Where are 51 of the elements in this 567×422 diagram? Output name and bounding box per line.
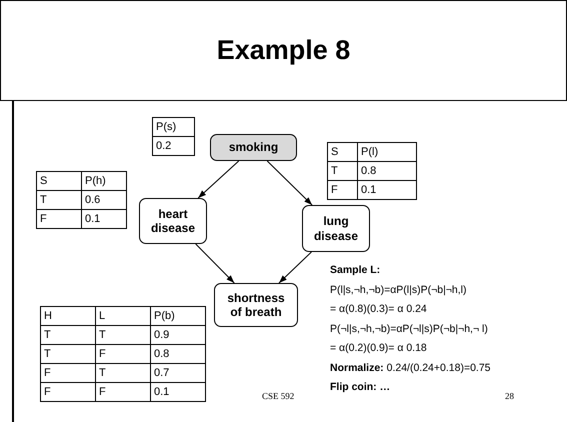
table-cell: S [37,172,82,191]
table-cell: 0.8 [151,345,205,364]
node-box [302,205,370,252]
table-cell: T [96,326,151,345]
page-number: 28 [505,391,514,401]
table-cell: 0.9 [151,326,205,345]
table-cell: T [41,326,96,345]
table-cell: 0.6 [82,191,126,210]
table-cell: T [96,364,151,383]
arrow [195,244,235,284]
calculation-text: = α(0.2)(0.9)= α 0.18 [330,342,427,354]
arrow [278,252,312,284]
calculation-text: Normalize: 0.24/(0.24+0.18)=0.75 [330,362,491,374]
calculation-text: P(l|s,¬h,¬b)=αP(l|s)P(¬b|¬h,l) [330,284,467,296]
table-cell-text: 0.1 [360,183,378,198]
table-cell: 0.8 [358,162,416,181]
table-cell: F [328,181,358,199]
table-cell: F [41,383,96,401]
table-cell: F [96,345,151,364]
table-cell: T [328,162,358,181]
calculation-text: = α(0.8)(0.3)= α 0.24 [330,303,427,315]
node-label: lung disease [312,214,360,243]
course-label: CSE 592 [262,391,294,401]
node-label: smoking [228,140,278,155]
table-cell: P(s) [153,118,194,137]
table-cell: F [37,210,82,228]
arrow [198,160,240,198]
table-cell-text: 0.1 [153,385,170,400]
table-cell: T [41,345,96,364]
table-cell: P(h) [82,172,126,191]
node-box [214,283,298,327]
calculation-text: Sample L: [330,264,380,276]
table-cell: P(b) [151,307,205,326]
calculation-text: Flip coin: … [330,381,390,393]
table-cell: T [37,191,82,210]
calculation-text: P(¬l|s,¬h,¬b)=αP(¬l|s)P(¬b|¬h,¬ l) [330,322,488,334]
table-cell: P(l) [358,143,416,162]
table-cell-text: 0.2 [155,139,172,154]
table-cell: H [41,307,96,326]
node-label: heart disease [150,206,196,236]
table-cell: L [96,307,151,326]
node-label: shortness of breath [226,290,286,320]
arrow [266,160,313,206]
shaded-node-box [210,134,297,161]
table-cell: S [328,143,358,162]
slide-title: Example 8 [216,35,350,66]
table-cell: F [96,383,151,401]
table-cell: 0.7 [151,364,205,383]
table-cell: F [41,364,96,383]
node-box [139,198,207,244]
table-cell-text: 0.1 [84,212,102,227]
